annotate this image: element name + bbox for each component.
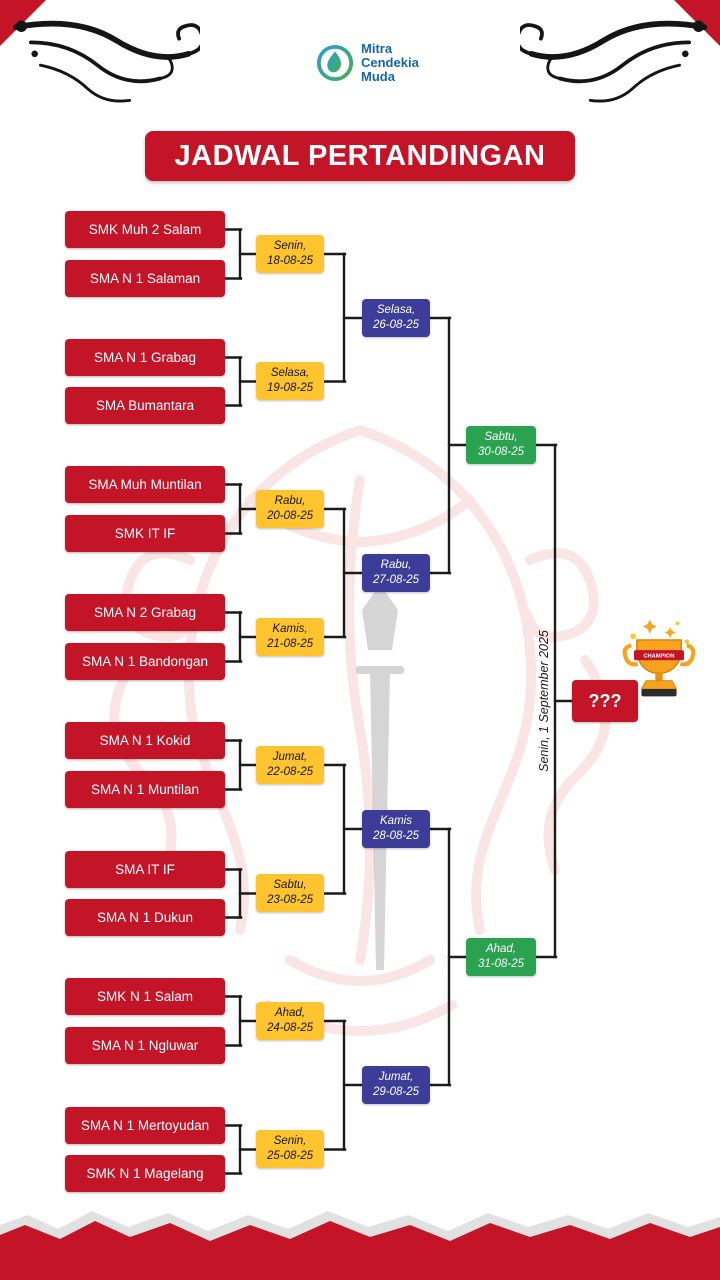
- match-date: 27-08-25: [372, 574, 420, 586]
- match-date: 25-08-25: [266, 1150, 314, 1162]
- match-date-semifinal: Ahad, 31-08-25: [466, 938, 536, 976]
- match-date-round2: Selasa, 26-08-25: [362, 299, 430, 337]
- match-day: Senin,: [273, 240, 307, 253]
- match-day: Kamis,: [272, 623, 308, 636]
- match-date: 29-08-25: [372, 1086, 420, 1098]
- flourish-ornament-left: [12, 20, 200, 103]
- match-date: 24-08-25: [266, 1022, 314, 1034]
- logo-text: Mitra Cendekia Muda: [361, 41, 419, 85]
- match-day: Sabtu,: [484, 431, 518, 444]
- team-box: SMK N 1 Magelang: [65, 1155, 225, 1192]
- team-box: SMA IT IF: [65, 851, 225, 888]
- match-date-round1: Senin, 18-08-25: [256, 235, 324, 273]
- match-date: 20-08-25: [266, 510, 314, 522]
- match-day: Rabu,: [380, 559, 412, 572]
- match-date: 18-08-25: [266, 255, 314, 267]
- page-title: JADWAL PERTANDINGAN: [145, 131, 575, 181]
- trophy-icon: CHAMPION: [622, 619, 696, 697]
- match-date-round2: Kamis 28-08-25: [362, 810, 430, 848]
- match-day: Senin,: [273, 1135, 307, 1148]
- match-day: Rabu,: [274, 495, 306, 508]
- logo-line-1: Mitra: [361, 41, 393, 56]
- logo-line-2: Cendekia: [361, 55, 419, 71]
- match-date: 28-08-25: [372, 830, 420, 842]
- team-box: SMA N 1 Mertoyudan: [65, 1107, 225, 1144]
- match-day: Jumat,: [272, 751, 308, 764]
- match-date-semifinal: Sabtu, 30-08-25: [466, 426, 536, 464]
- match-day: Selasa,: [376, 304, 416, 317]
- match-date-round2: Rabu, 27-08-25: [362, 554, 430, 592]
- match-date: 31-08-25: [477, 958, 525, 970]
- match-day: Jumat,: [378, 1071, 414, 1084]
- logo-line-3: Muda: [361, 69, 395, 85]
- trophy-banner-text: CHAMPION: [643, 654, 674, 660]
- match-date-round2: Jumat, 29-08-25: [362, 1066, 430, 1104]
- match-date: 19-08-25: [266, 382, 314, 394]
- match-day: Kamis: [380, 815, 412, 828]
- logo: Mitra Cendekia Muda: [316, 41, 419, 85]
- team-box: SMA N 1 Salaman: [65, 260, 225, 297]
- match-date-round1: Sabtu, 23-08-25: [256, 874, 324, 912]
- team-box: SMK IT IF: [65, 515, 225, 552]
- champion-placeholder: ???: [572, 680, 638, 722]
- torn-paper-edge: [0, 1211, 720, 1280]
- match-date: 30-08-25: [477, 446, 525, 458]
- match-day: Sabtu,: [273, 879, 307, 892]
- match-date-round1: Jumat, 22-08-25: [256, 746, 324, 784]
- match-date: 26-08-25: [372, 319, 420, 331]
- match-day: Selasa,: [270, 367, 310, 380]
- match-date-round1: Senin, 25-08-25: [256, 1130, 324, 1168]
- match-date-round1: Kamis, 21-08-25: [256, 618, 324, 656]
- team-box: SMA N 1 Bandongan: [65, 643, 225, 680]
- match-date-round1: Selasa, 19-08-25: [256, 362, 324, 400]
- match-date: 23-08-25: [266, 894, 314, 906]
- team-box: SMA N 1 Grabag: [65, 339, 225, 376]
- flourish-ornament-right: [520, 20, 708, 103]
- match-day: Ahad,: [485, 943, 517, 956]
- team-box: SMK Muh 2 Salam: [65, 211, 225, 248]
- team-box: SMK N 1 Salam: [65, 978, 225, 1015]
- team-box: SMA N 1 Kokid: [65, 722, 225, 759]
- match-date: 21-08-25: [266, 638, 314, 650]
- match-date: 22-08-25: [266, 766, 314, 778]
- match-date-round1: Ahad, 24-08-25: [256, 1002, 324, 1040]
- match-date-round1: Rabu, 20-08-25: [256, 490, 324, 528]
- team-box: SMA N 1 Dukun: [65, 899, 225, 936]
- match-day: Ahad,: [274, 1007, 306, 1020]
- team-box: SMA N 1 Muntilan: [65, 771, 225, 808]
- logo-icon: [316, 44, 354, 82]
- final-date-label: Senin, 1 September 2025: [537, 630, 551, 772]
- team-box: SMA N 2 Grabag: [65, 594, 225, 631]
- team-box: SMA Bumantara: [65, 387, 225, 424]
- team-box: SMA N 1 Ngluwar: [65, 1027, 225, 1064]
- team-box: SMA Muh Muntilan: [65, 466, 225, 503]
